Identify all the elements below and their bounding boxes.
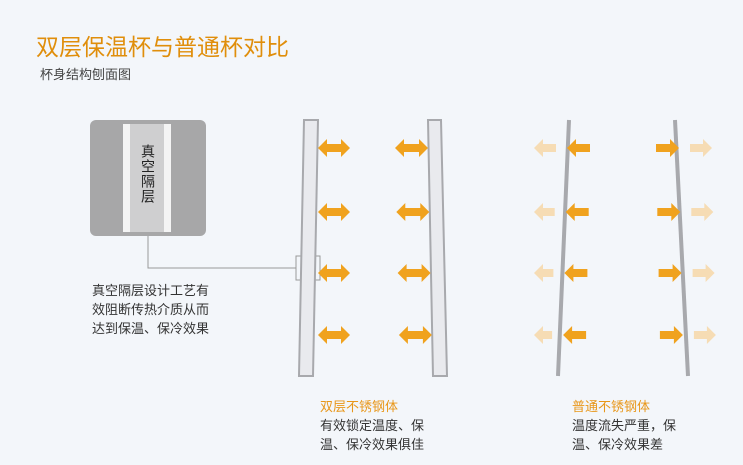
heat-loss-faded-arrow-icon (534, 264, 554, 282)
heat-loss-faded-arrow-icon (691, 203, 714, 221)
heat-loss-arrow-icon (658, 264, 682, 282)
heat-loss-faded-arrow-icon (534, 139, 556, 157)
callout-line (147, 236, 296, 269)
heat-loss-arrow-icon (659, 326, 683, 344)
double-heading: 双层不锈钢体 (320, 400, 399, 415)
heat-loss-faded-arrow-icon (692, 264, 715, 282)
heat-loss-arrow-icon (656, 139, 679, 157)
heat-loss-arrow-icon (657, 203, 681, 221)
heat-loss-faded-arrow-icon (693, 326, 716, 344)
single-caption: 普通不锈钢体 温度流失严重，保温、保冷效果差 (572, 398, 697, 455)
double-heat-arrow-icon (395, 139, 428, 157)
double-heat-arrow-icon (398, 326, 432, 344)
single-heading: 普通不锈钢体 (572, 400, 651, 415)
double-caption: 双层不锈钢体 有效锁定温度、保温、保冷效果俱佳 (320, 398, 445, 455)
double-heat-arrow-icon (318, 139, 350, 157)
double-heat-arrow-icon (396, 203, 430, 221)
vacuum-layer-label: 真空隔层 (130, 124, 164, 232)
heat-loss-arrow-icon (565, 203, 589, 221)
double-heat-arrow-icon (318, 203, 350, 221)
heat-loss-arrow-icon (563, 326, 587, 344)
double-heat-arrow-icon (318, 264, 350, 282)
double-wall-left (297, 119, 320, 377)
heat-loss-arrow-icon (564, 264, 588, 282)
page-title: 双层保温杯与普通杯对比 (36, 35, 289, 61)
heat-loss-faded-arrow-icon (690, 139, 712, 157)
single-wall-right (673, 119, 690, 377)
double-text: 有效锁定温度、保温、保冷效果俱佳 (320, 419, 425, 453)
subtitle: 杯身结构刨面图 (40, 68, 132, 83)
vacuum-description: 真空隔层设计工艺有效阻断传热介质从而达到保温、保冷效果 (92, 284, 210, 337)
vacuum-layer-diagram: 真空隔层 (90, 120, 206, 236)
heat-loss-faded-arrow-icon (534, 203, 555, 221)
double-heat-arrow-icon (318, 326, 350, 344)
single-text: 温度流失严重，保温、保冷效果差 (572, 419, 677, 453)
double-wall-right (426, 119, 449, 377)
heat-loss-arrow-icon (567, 139, 590, 157)
single-wall-left (556, 119, 571, 377)
double-heat-arrow-icon (397, 264, 431, 282)
heat-loss-faded-arrow-icon (534, 326, 553, 344)
